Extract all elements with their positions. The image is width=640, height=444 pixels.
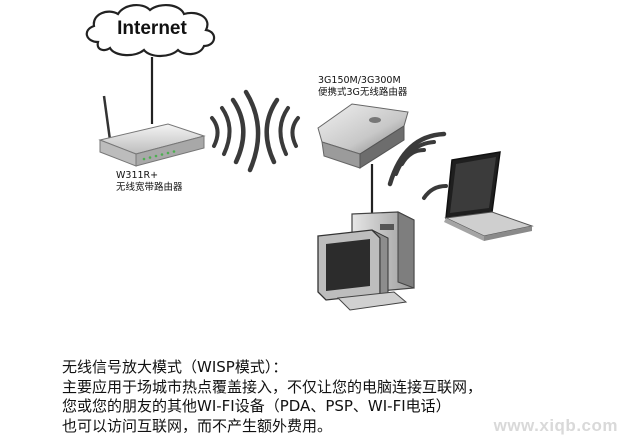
- portable-3g-router: [317, 103, 409, 169]
- caption-line: 也可以访问互联网，而不产生额外费用。: [62, 416, 333, 435]
- wifi-signal-waves-left: [210, 89, 300, 173]
- caption-line: 主要应用于场城市热点覆盖接入，不仅让您的电脑连接互联网，: [62, 377, 483, 396]
- laptop: [444, 151, 534, 241]
- wireless-router: [98, 95, 206, 167]
- caption-title: 无线信号放大模式（WISP模式）：: [62, 358, 288, 376]
- portable-router-label: 3G150M/3G300M 便携式3G无线路由器: [318, 75, 407, 99]
- router-label: W311R+ 无线宽带路由器: [116, 170, 183, 194]
- site-watermark: www.xiqb.com: [493, 416, 618, 435]
- router-name: 无线宽带路由器: [116, 181, 183, 193]
- desktop-computer: [317, 211, 415, 311]
- portable-router-name: 便携式3G无线路由器: [318, 86, 408, 98]
- router-model: W311R+: [116, 170, 159, 181]
- internet-cloud: [85, 4, 216, 58]
- internet-label: Internet: [117, 18, 187, 39]
- wifi-signal-waves-right: [387, 131, 448, 200]
- portable-router-model: 3G150M/3G300M: [318, 75, 401, 86]
- caption-line: 您或您的朋友的其他WI-FI设备（PDA、PSP、WI-FI电话）: [62, 397, 451, 415]
- mode-description: 无线信号放大模式（WISP模式）： 主要应用于场城市热点覆盖接入，不仅让您的电脑…: [62, 358, 482, 436]
